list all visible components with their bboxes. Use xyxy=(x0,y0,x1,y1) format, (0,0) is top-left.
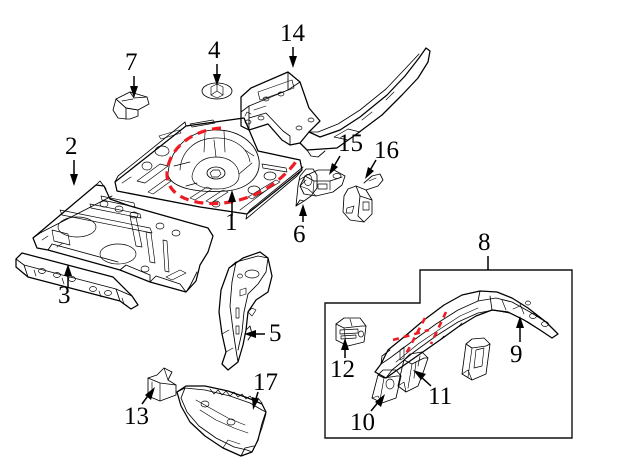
highlight-section-marks xyxy=(392,311,448,355)
part-10-artwork xyxy=(371,369,402,404)
callout-label-10[interactable]: 10 xyxy=(350,409,375,436)
part-14-artwork xyxy=(240,47,431,158)
callout-label-7[interactable]: 7 xyxy=(125,49,138,76)
callout-label-4[interactable]: 4 xyxy=(208,37,221,64)
callout-label-16[interactable]: 16 xyxy=(374,137,399,164)
part-16-artwork xyxy=(342,173,384,223)
part-6-artwork xyxy=(295,168,318,207)
part-1-artwork xyxy=(114,117,304,220)
part-17-artwork xyxy=(176,385,267,457)
part-13-artwork xyxy=(147,367,177,402)
callout-arrows xyxy=(64,47,524,412)
callout-label-11[interactable]: 11 xyxy=(428,383,453,410)
detail-box-8-frame xyxy=(324,269,573,439)
callout-label-5[interactable]: 5 xyxy=(269,320,282,347)
callout-label-14[interactable]: 14 xyxy=(280,20,305,47)
callout-label-17[interactable]: 17 xyxy=(253,369,278,396)
callout-label-9[interactable]: 9 xyxy=(510,341,523,368)
callout-label-12[interactable]: 12 xyxy=(330,356,355,383)
callout-label-6[interactable]: 6 xyxy=(293,221,306,248)
callout-label-1[interactable]: 1 xyxy=(225,209,238,236)
callout-label-13[interactable]: 13 xyxy=(124,403,149,430)
callout-label-3[interactable]: 3 xyxy=(58,282,71,309)
part-2-artwork xyxy=(32,180,214,293)
highlight-spare-tire-well xyxy=(165,126,299,206)
part-15-artwork xyxy=(299,169,346,197)
callout-label-15[interactable]: 15 xyxy=(338,130,363,157)
part-12-artwork xyxy=(335,317,367,347)
part-3-artwork xyxy=(15,252,139,310)
part-9-artwork xyxy=(374,290,559,379)
part-11-artwork xyxy=(397,351,429,393)
part-7-artwork xyxy=(112,91,150,120)
callout-label-8[interactable]: 8 xyxy=(478,229,491,256)
callout-label-2[interactable]: 2 xyxy=(65,133,78,160)
part-inbox-right-bracket xyxy=(461,337,491,381)
part-5-artwork xyxy=(218,251,273,371)
